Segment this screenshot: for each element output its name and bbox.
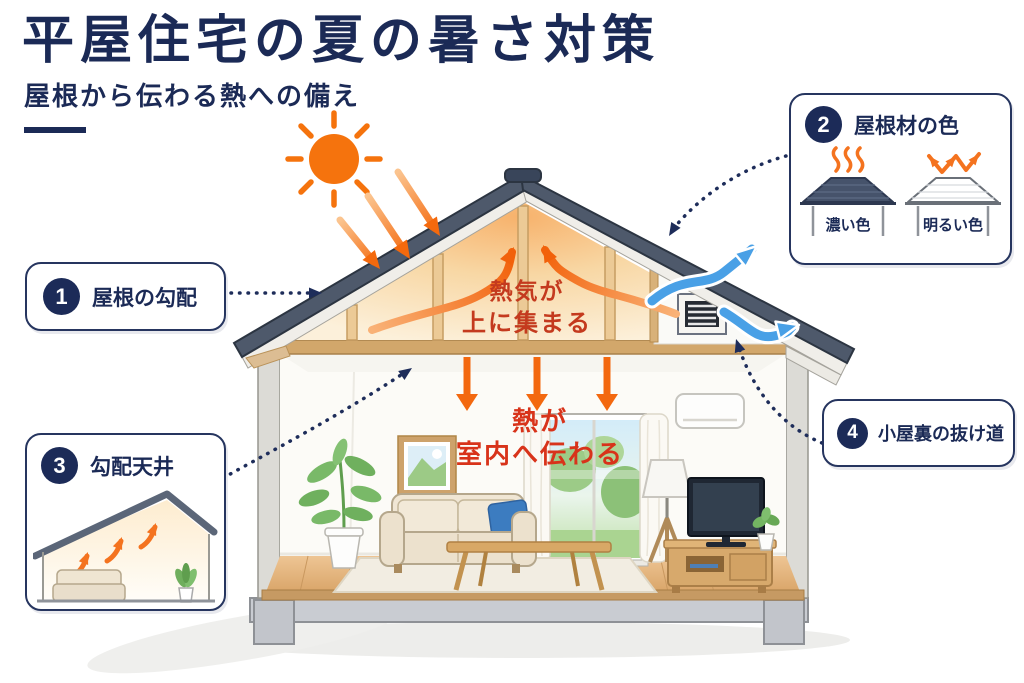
connector-attic-vent — [737, 346, 824, 445]
sofa — [379, 493, 537, 573]
title-underline — [24, 127, 86, 134]
page-subtitle: 屋根から伝わる熱への備え — [24, 81, 361, 112]
dotted-connectors — [221, 154, 824, 480]
dotted-connector-heads — [309, 222, 746, 380]
room-note-line1: 熱が — [512, 406, 568, 436]
room-note-line2: 室内へ伝わる — [456, 439, 624, 469]
attic-note: 熱気が 上に集まる — [462, 278, 592, 337]
callout-sloped-ceiling: 3 勾配天井 — [25, 433, 226, 611]
callout-roof-slope: 1 屋根の勾配 — [25, 262, 226, 331]
light-roof-diagram: 明るい色 — [905, 152, 1001, 236]
room-note: 熱が 室内へ伝わる — [456, 406, 624, 469]
right-cut-wall — [785, 351, 809, 599]
foundation — [249, 597, 809, 645]
ridge-cap — [504, 168, 542, 183]
sun-icon — [285, 110, 383, 208]
reflect-arrows-icon — [927, 152, 981, 174]
attic-note-line2: 上に集まる — [462, 309, 592, 337]
ceiling-heat-arrows — [456, 357, 618, 411]
connector-roof-color — [672, 154, 788, 230]
number-badge-2: 2 — [805, 106, 842, 143]
number-badge-3: 3 — [41, 447, 78, 484]
mini-sofa — [51, 569, 126, 602]
airflow-arrows — [644, 241, 801, 345]
dark-roof-diagram: 濃い色 — [800, 146, 896, 236]
callout-attic-vent: 4 小屋裏の抜け道 — [822, 399, 1015, 467]
callout-roof-color: 2 屋根材の色 濃い色 — [789, 93, 1012, 265]
light-roof-label: 明るい色 — [923, 216, 983, 234]
small-plant — [752, 507, 780, 551]
page-title: 平屋住宅の夏の暑さ対策 — [22, 12, 661, 70]
callout-label-sloped-ceiling: 勾配天井 — [90, 455, 174, 479]
header: 平屋住宅の夏の暑さ対策 屋根から伝わる熱への備え — [22, 10, 661, 134]
roof-right-slope — [519, 173, 856, 365]
number-badge-1: 1 — [43, 278, 80, 315]
callout-label-roof-slope: 屋根の勾配 — [92, 286, 197, 310]
number-badge-4: 4 — [837, 417, 868, 449]
heat-wave-icon — [831, 146, 865, 173]
tv — [687, 477, 765, 547]
callout-label-attic-vent: 小屋裏の抜け道 — [878, 424, 1004, 444]
sunlight-arrows — [336, 168, 440, 269]
callout-label-roof-color: 屋根材の色 — [854, 114, 959, 138]
picture-frame — [397, 435, 457, 497]
sloped-ceiling-diagram — [32, 490, 217, 603]
attic-note-line1: 熱気が — [490, 278, 565, 304]
potted-plant — [298, 438, 382, 569]
coffee-table — [446, 541, 612, 591]
dark-roof-label: 濃い色 — [825, 216, 870, 234]
ac-unit — [675, 393, 745, 429]
left-cut-wall — [257, 351, 281, 599]
tv-stand — [663, 539, 777, 593]
attic-heat-arrows — [368, 245, 680, 334]
mini-plant — [174, 563, 197, 603]
